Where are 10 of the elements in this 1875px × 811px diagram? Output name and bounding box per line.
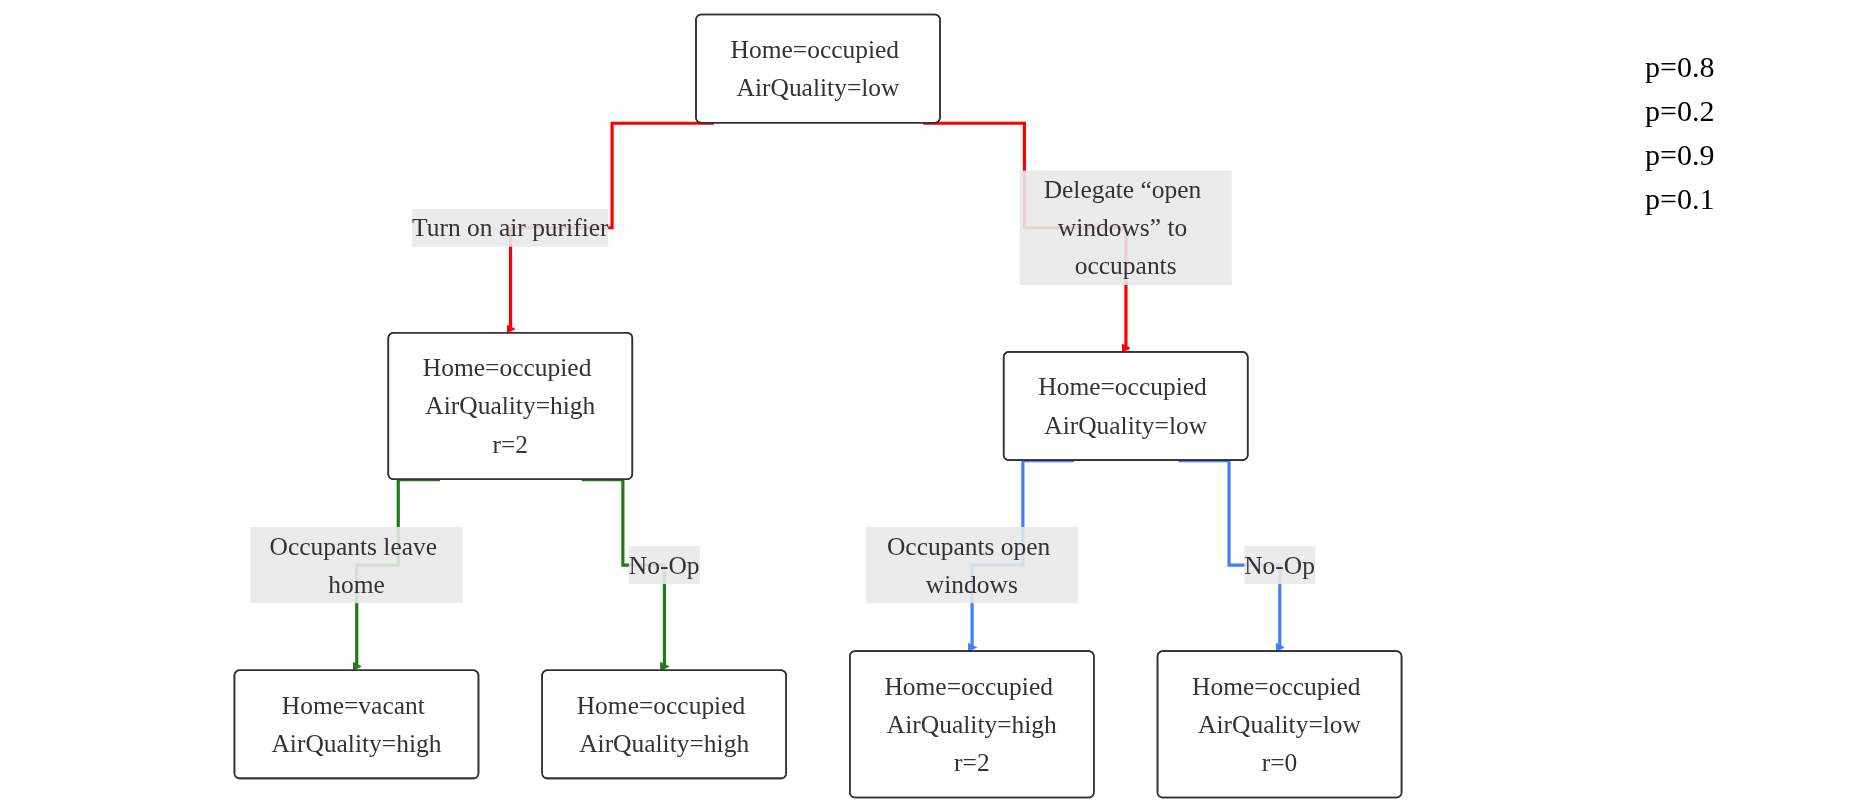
edge-label: Turn on air purifier	[411, 213, 608, 242]
edge-label: Delegate “open windows” to occupants	[1043, 175, 1201, 280]
edge-label: No-Op	[1243, 550, 1315, 579]
note-text: p=0.9	[1645, 138, 1716, 172]
note-text: p=0.2	[1645, 94, 1716, 128]
edge-label: Occupants leave home	[268, 531, 437, 598]
note-text: p=0.8	[1645, 50, 1716, 84]
note-text: p=0.1	[1645, 182, 1716, 216]
edge-label: No-Op	[628, 550, 700, 579]
edge-label: Occupants open windows	[886, 531, 1050, 598]
